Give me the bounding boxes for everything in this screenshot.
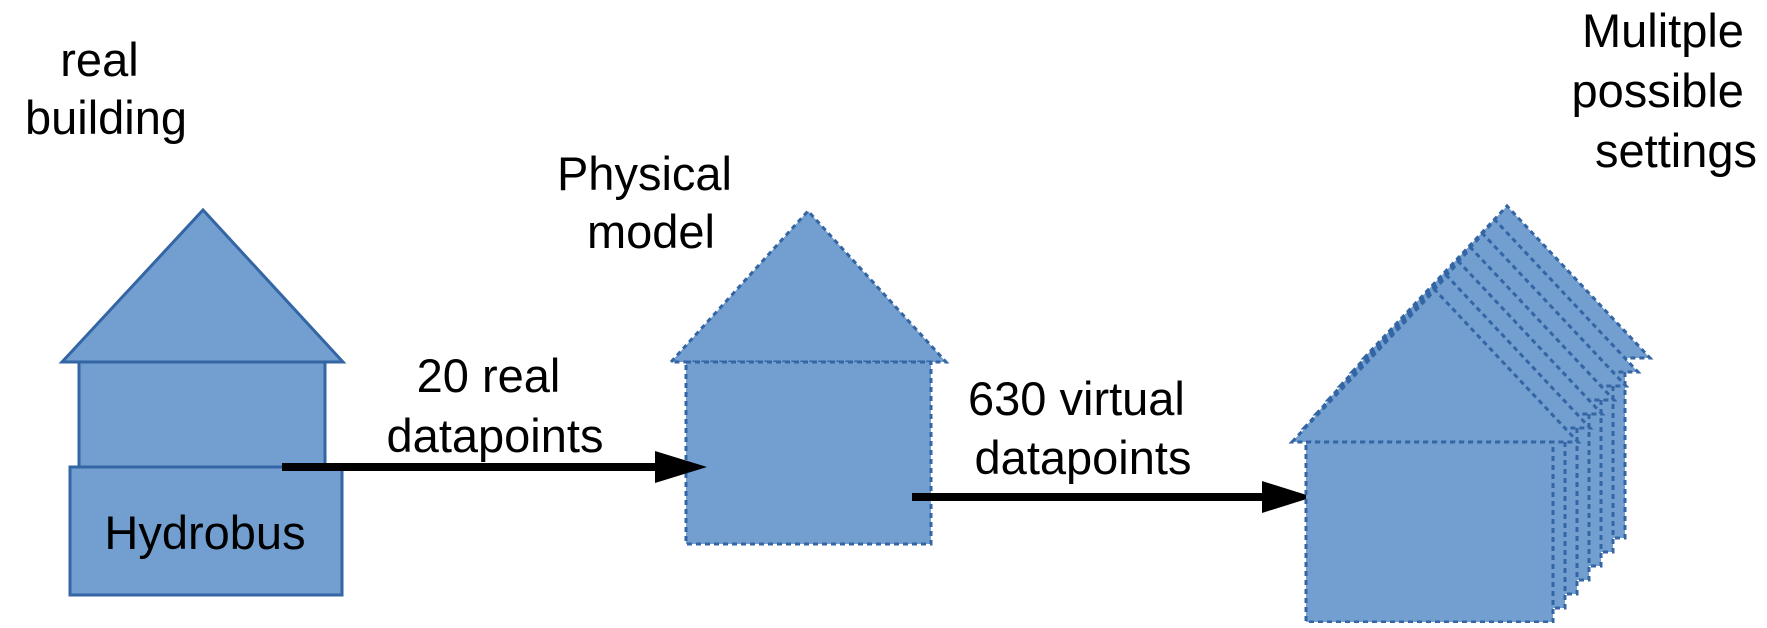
physical-model-body bbox=[684, 360, 933, 546]
virtual-datapoints-label: 630 virtual datapoints bbox=[968, 372, 1198, 484]
real-building: Hydrobus bbox=[58, 207, 347, 597]
arrow-physical-to-multiple bbox=[912, 481, 1313, 513]
settings-house-body bbox=[1304, 440, 1555, 624]
multiple-settings-stack bbox=[1288, 203, 1654, 624]
real-building-upper-body bbox=[77, 360, 327, 469]
real-building-label-line2: building bbox=[25, 91, 187, 144]
real-building-label-line1: real bbox=[60, 33, 138, 86]
real-datapoints-label-line2: datapoints bbox=[387, 409, 604, 462]
real-building-roof bbox=[58, 207, 347, 364]
arrow-physical-to-multiple-head bbox=[1262, 481, 1313, 513]
real-building-label: real building bbox=[25, 33, 187, 144]
real-datapoints-label-line1: 20 real bbox=[417, 349, 561, 402]
virtual-datapoints-label-line1: 630 virtual bbox=[968, 372, 1185, 425]
settings-house-1 bbox=[1288, 287, 1582, 624]
multiple-settings-label-line2: possible bbox=[1571, 64, 1743, 117]
arrow-real-to-physical bbox=[282, 451, 707, 483]
multiple-settings-label-line1: Mulitple bbox=[1582, 4, 1744, 57]
hydrobus-label: Hydrobus bbox=[104, 506, 305, 559]
physical-model-label-line1: Physical bbox=[557, 147, 732, 200]
physical-model-house bbox=[667, 208, 950, 546]
physical-model-label-line2: model bbox=[587, 205, 715, 258]
physical-model-label: Physical model bbox=[557, 147, 745, 258]
arrow-real-to-physical-head bbox=[655, 451, 707, 483]
real-datapoints-label: 20 real datapoints bbox=[387, 349, 604, 462]
hydrobus-box bbox=[68, 465, 344, 597]
multiple-settings-label-line3: settings bbox=[1595, 124, 1757, 177]
multiple-settings-label: Mulitple possible settings bbox=[1571, 4, 1757, 177]
physical-model-roof bbox=[667, 208, 950, 364]
virtual-datapoints-label-line2: datapoints bbox=[975, 431, 1192, 484]
